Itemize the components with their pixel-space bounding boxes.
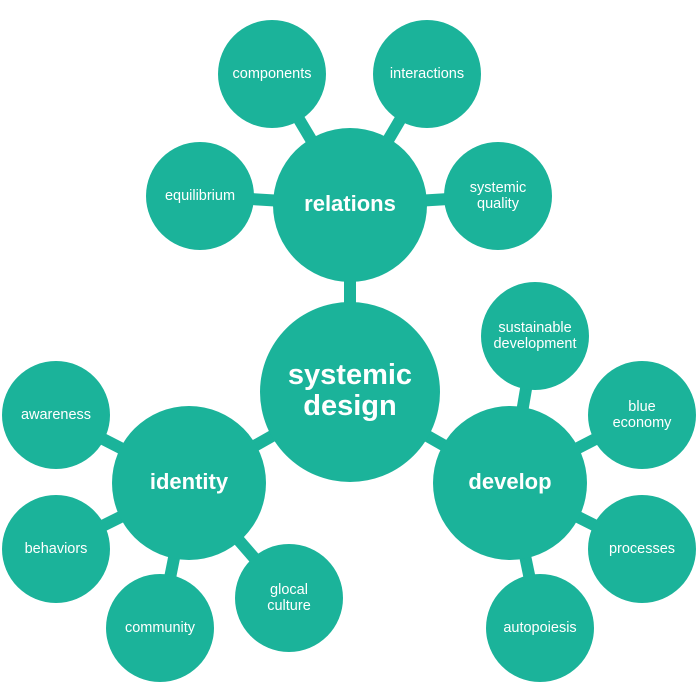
node-label-develop: develop xyxy=(468,469,551,494)
node-circle-center xyxy=(260,302,440,482)
node-circle-blue-economy xyxy=(588,361,696,469)
node-label-systemic-quality-line-1: systemic xyxy=(470,180,526,196)
node-circle-autopoiesis xyxy=(486,574,594,682)
node-relations: relations xyxy=(273,128,427,282)
node-circle-systemic-quality xyxy=(444,142,552,250)
node-label-glocal-culture-line-1: glocal xyxy=(270,582,308,598)
node-label-equilibrium: equilibrium xyxy=(165,188,235,204)
node-autopoiesis: autopoiesis xyxy=(486,574,594,682)
node-interactions: interactions xyxy=(373,20,481,128)
node-label-components: components xyxy=(233,66,312,82)
node-circle-develop xyxy=(433,406,587,560)
node-circle-relations xyxy=(273,128,427,282)
node-community: community xyxy=(106,574,214,682)
node-label-center-line-2: design xyxy=(303,390,396,422)
node-label-blue-economy-line-1: blue xyxy=(628,399,655,415)
node-circle-community xyxy=(106,574,214,682)
node-components: components xyxy=(218,20,326,128)
node-label-systemic-quality-line-2: quality xyxy=(477,196,520,212)
node-circle-equilibrium xyxy=(146,142,254,250)
node-label-behaviors: behaviors xyxy=(25,541,88,557)
node-circle-awareness xyxy=(2,361,110,469)
node-circle-behaviors xyxy=(2,495,110,603)
node-circle-interactions xyxy=(373,20,481,128)
node-label-autopoiesis: autopoiesis xyxy=(503,620,576,636)
node-label-interactions: interactions xyxy=(390,66,464,82)
node-behaviors: behaviors xyxy=(2,495,110,603)
node-identity: identity xyxy=(112,406,266,560)
node-label-relations: relations xyxy=(304,191,396,216)
node-equilibrium: equilibrium xyxy=(146,142,254,250)
node-processes: processes xyxy=(588,495,696,603)
node-develop: develop xyxy=(433,406,587,560)
node-circle-processes xyxy=(588,495,696,603)
node-circle-identity xyxy=(112,406,266,560)
node-label-processes: processes xyxy=(609,541,675,557)
node-circle-sustainable-development xyxy=(481,282,589,390)
node-label-center-line-1: systemic xyxy=(288,359,412,391)
node-label-blue-economy-line-2: economy xyxy=(613,415,673,431)
node-label-awareness: awareness xyxy=(21,407,91,423)
node-label-glocal-culture-line-2: culture xyxy=(267,598,311,614)
node-awareness: awareness xyxy=(2,361,110,469)
node-label-sustainable-development-line-1: sustainable xyxy=(498,320,571,336)
node-label-identity: identity xyxy=(150,469,229,494)
node-label-community: community xyxy=(125,620,196,636)
node-circle-glocal-culture xyxy=(235,544,343,652)
node-label-sustainable-development-line-2: development xyxy=(493,336,576,352)
node-circle-components xyxy=(218,20,326,128)
